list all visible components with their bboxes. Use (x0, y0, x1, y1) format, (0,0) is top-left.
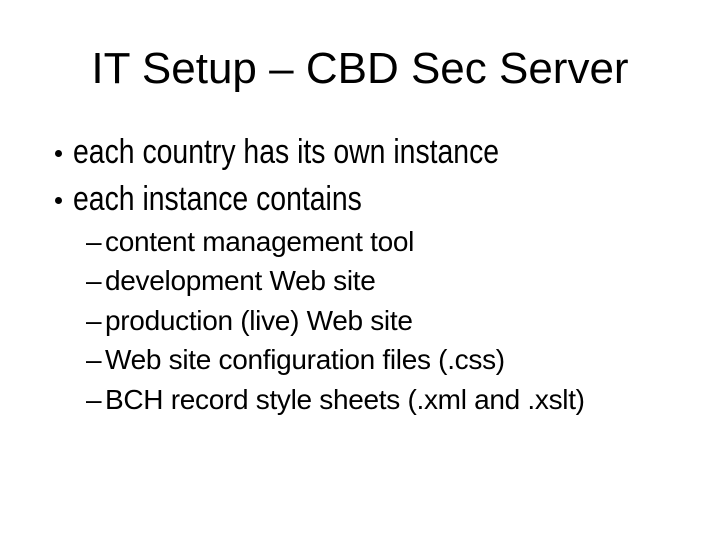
dash-bullet-icon: – (86, 226, 102, 257)
sub-bullet-text: production (live) Web site (105, 304, 413, 336)
list-item: – production (live) Web site (86, 301, 585, 340)
bullet-list-level1: each country has its own instance each i… (55, 129, 583, 223)
sub-bullet-text: Web site configuration files (.css) (105, 344, 505, 376)
dash-bullet-icon: – (86, 344, 102, 376)
list-item: each country has its own instance (55, 129, 583, 176)
bullet-dot-icon (55, 197, 62, 204)
dash-bullet-icon: – (86, 383, 102, 415)
sub-bullet-text: BCH record style sheets (.xml and .xslt) (105, 383, 585, 415)
bullet-dot-icon (55, 150, 62, 157)
dash-bullet-icon: – (86, 265, 102, 297)
list-item: each instance contains (55, 176, 583, 223)
list-item: – content management tool (86, 222, 585, 261)
bullet-text: each country has its own instance (73, 133, 500, 171)
sub-bullet-text: content management tool (105, 226, 415, 257)
list-item: – Web site configuration files (.css) (86, 340, 585, 379)
slide-title: IT Setup – CBD Sec Server (91, 44, 629, 93)
list-item: – BCH record style sheets (.xml and .xsl… (86, 380, 585, 419)
bullet-text: each instance contains (73, 180, 362, 218)
bullet-list-level2: – content management tool – development … (86, 222, 585, 419)
list-item: – development Web site (86, 261, 585, 300)
sub-bullet-text: development Web site (105, 265, 376, 297)
dash-bullet-icon: – (86, 304, 102, 336)
